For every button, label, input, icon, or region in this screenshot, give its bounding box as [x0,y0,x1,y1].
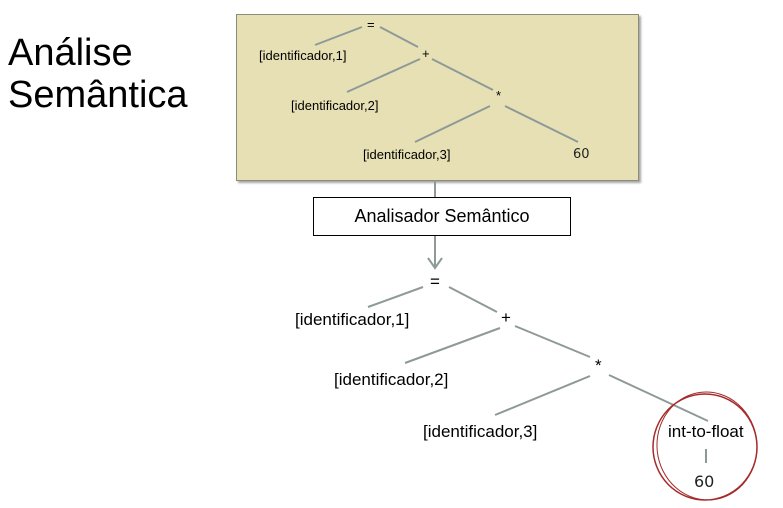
semantic-analyzer-box: Analisador Semântico [313,197,571,236]
edge-bottom-plus-mul [514,325,591,358]
edge-top-eq-plus [379,26,419,48]
edge-top-eq-id1 [314,26,363,46]
top-node-assign: = [367,17,375,32]
edge-top-plus-id2 [346,58,421,93]
bottom-node-num: 60 [694,472,715,491]
top-tree-edges [314,26,579,143]
bottom-node-mul: * [595,356,602,375]
top-node-id1: [identificador,1] [259,48,347,63]
top-node-plus: + [422,46,430,61]
edge-bottom-plus-id2 [404,327,501,364]
highlight-circle [652,391,758,501]
bottom-node-id3: [identificador,3] [423,422,538,441]
edge-bottom-mul-id3 [494,375,591,416]
top-node-num: 60 [573,147,590,162]
edge-top-plus-mul [431,58,494,91]
bottom-node-assign: = [430,272,440,291]
flow-connector [427,180,443,270]
edge-top-mul-num [504,105,579,143]
bottom-node-id1: [identificador,1] [295,310,410,329]
top-node-mul: * [496,88,502,103]
edge-bottom-mul-conv [608,374,709,422]
bottom-node-plus: + [501,308,511,327]
bottom-tree-edges [367,286,709,463]
bottom-node-id2: [identificador,2] [334,370,449,389]
edge-bottom-eq-plus [448,286,498,313]
slide-title: Análise Semântica [8,32,188,116]
bottom-node-int-to-float: int-to-float [668,422,744,441]
top-node-id3: [identificador,3] [363,147,451,162]
arrow-head [427,257,443,270]
slide-title-line2: Semântica [8,74,188,116]
edge-bottom-eq-id1 [367,286,424,308]
slide-title-line1: Análise [8,32,133,74]
top-node-id2: [identificador,2] [291,98,379,113]
input-syntax-tree-box [236,14,639,181]
edge-top-mul-id3 [414,105,491,143]
semantic-analyzer-label: Analisador Semântico [354,206,530,226]
